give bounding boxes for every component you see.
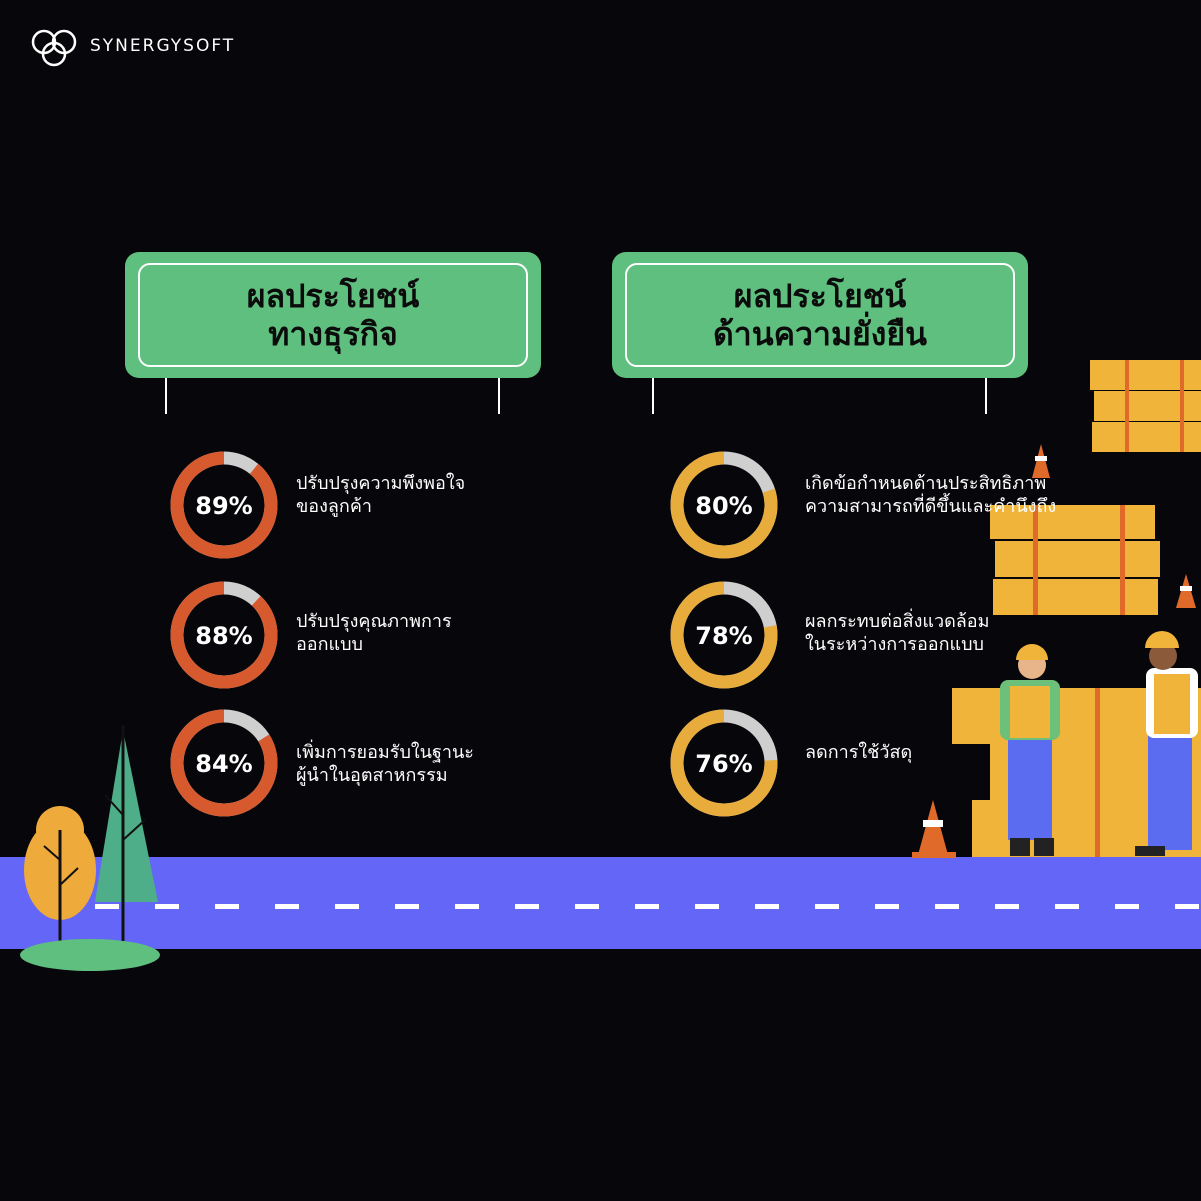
stat-description: ปรับปรุงความพึงพอใจ ของลูกค้า (296, 472, 465, 518)
stat-description: เพิ่มการยอมรับในฐานะ ผู้นำในอุตสาหกรรม (296, 741, 474, 787)
stat-line: ลดการใช้วัสดุ (805, 742, 913, 763)
traffic-cone (1032, 444, 1050, 478)
stat-line: ในระหว่างการออกแบบ (805, 634, 984, 655)
road-dashes (95, 904, 1199, 909)
progress-ring: 76% (670, 709, 778, 817)
stat-percent: 89% (195, 492, 252, 520)
stat-description: ปรับปรุงคุณภาพการ ออกแบบ (296, 610, 452, 656)
stat-line: ของลูกค้า (296, 496, 372, 517)
road (0, 857, 1201, 949)
stat-item: 78% (669, 580, 779, 694)
stat-line: ผลกระทบต่อสิ่งแวดล้อม (805, 611, 990, 632)
sign-post (652, 378, 654, 414)
brand-logo: SYNERGYSOFT (26, 22, 235, 70)
stat-line: ความสามารถที่ดีขึ้นและคำนึงถึง (805, 496, 1057, 517)
sign-title-line: ทางธุรกิจ (268, 315, 398, 353)
stat-line: ออกแบบ (296, 634, 363, 655)
progress-ring: 80% (670, 451, 778, 559)
lumber-stack-top (1090, 360, 1201, 452)
sign-title-line: ผลประโยชน์ (246, 277, 420, 315)
stat-item: 76% (669, 708, 779, 822)
stat-line: เพิ่มการยอมรับในฐานะ (296, 742, 474, 763)
traffic-cone (912, 800, 956, 858)
worker-figure (1000, 644, 1060, 856)
stat-item: 88% (169, 580, 279, 694)
tree-pine (95, 730, 158, 902)
progress-ring: 84% (170, 709, 278, 817)
stat-percent: 78% (695, 622, 752, 650)
progress-ring: 88% (170, 581, 278, 689)
sign-post (498, 378, 500, 414)
stat-item: 89% (169, 450, 279, 564)
synergy-rings-icon (31, 29, 77, 67)
lumber-stack-middle (990, 505, 1160, 615)
sign-post (165, 378, 167, 414)
progress-ring: 89% (170, 451, 278, 559)
stat-line: ผู้นำในอุตสาหกรรม (296, 765, 448, 786)
stat-description: ผลกระทบต่อสิ่งแวดล้อม ในระหว่างการออกแบบ (805, 610, 989, 656)
brand-name: SYNERGYSOFT (90, 36, 236, 56)
sign-title-line: ผลประโยชน์ (733, 277, 907, 315)
grass (20, 939, 160, 971)
progress-ring: 78% (670, 581, 778, 689)
sign-post (985, 378, 987, 414)
stat-line: เกิดข้อกำหนดด้านประสิทธิภาพ (805, 473, 1047, 494)
stat-percent: 84% (195, 750, 252, 778)
sign-business: ผลประโยชน์ ทางธุรกิจ (125, 252, 541, 378)
worker-figure (1135, 631, 1198, 856)
traffic-cone (1176, 574, 1196, 608)
stat-item: 84% (169, 708, 279, 822)
stat-item: 80% (669, 450, 779, 564)
stat-line: ปรับปรุงความพึงพอใจ (296, 473, 466, 494)
sign-title-line: ด้านความยั่งยืน (712, 315, 928, 353)
stat-percent: 76% (695, 750, 752, 778)
stat-line: ปรับปรุงคุณภาพการ (296, 611, 452, 632)
stat-percent: 88% (195, 622, 252, 650)
stat-description: เกิดข้อกำหนดด้านประสิทธิภาพ ความสามารถที… (805, 472, 1056, 518)
sign-sustainability: ผลประโยชน์ ด้านความยั่งยืน (612, 252, 1028, 378)
stat-description: ลดการใช้วัสดุ (805, 741, 912, 764)
stat-percent: 80% (695, 492, 752, 520)
